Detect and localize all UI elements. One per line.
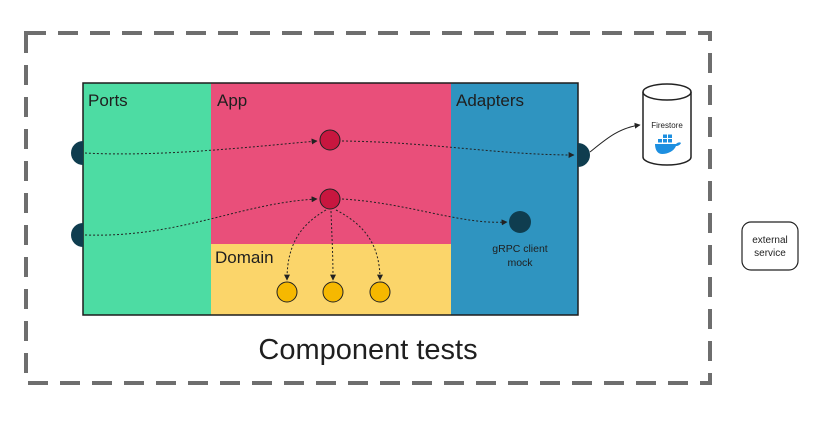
flow-port1-to-app [84, 138, 318, 155]
app-label: App [217, 91, 247, 110]
flow-app-to-domain-2 [329, 210, 336, 281]
external-service-line2: service [754, 248, 786, 259]
app-node-top [319, 129, 341, 151]
ports-label: Ports [88, 91, 128, 110]
firestore-label: Firestore [651, 121, 683, 130]
flow-app-to-grpc [341, 198, 508, 226]
flow-app-to-domain-3 [335, 209, 383, 281]
flow-app-to-domain-1 [284, 209, 327, 281]
port-entry-bottom [71, 223, 83, 247]
grpc-client-mock-node [509, 211, 531, 233]
component-tests-title: Component tests [258, 334, 477, 366]
adapters-section [451, 83, 578, 315]
grpc-label-line2: mock [507, 257, 533, 269]
flow-app-to-adapter [341, 140, 575, 158]
adapter-exit-firestore [578, 143, 590, 167]
grpc-label-line1: gRPC client [492, 243, 548, 255]
hexagon-outline [82, 82, 579, 316]
docker-whale-icon [655, 134, 681, 154]
external-service-box [741, 221, 799, 271]
app-section [211, 83, 451, 244]
flow-adapter-to-firestore [589, 122, 641, 153]
domain-node-3 [369, 281, 391, 303]
domain-label: Domain [215, 248, 274, 267]
external-service-line1: external [752, 235, 788, 246]
domain-node-2 [322, 281, 344, 303]
component-tests-boundary [24, 31, 712, 385]
app-node-bottom [319, 188, 341, 210]
ports-section [83, 83, 211, 315]
flow-port2-to-app [84, 196, 318, 236]
database-cylinder-icon [642, 83, 692, 166]
adapters-label: Adapters [456, 91, 524, 110]
port-entry-top [71, 141, 83, 165]
domain-node-1 [276, 281, 298, 303]
